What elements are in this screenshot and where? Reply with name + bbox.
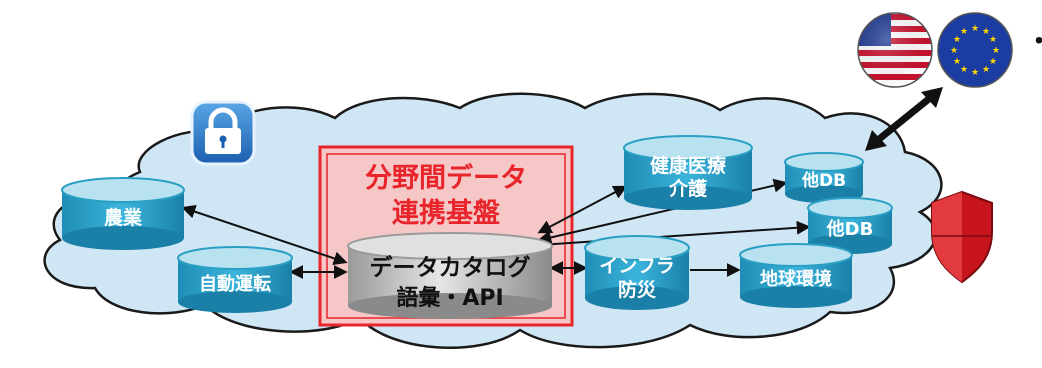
shield-icon [931,190,993,284]
arrow-catalog-otherdb2 [537,220,811,252]
catalog-line2: 語彙・API [396,285,503,311]
svg-text:★: ★ [989,57,997,67]
node-infra-label-line1: インフラ [599,255,674,277]
svg-text:★: ★ [992,46,1000,56]
node-healthcare-label-line1: 健康医療 [650,154,727,177]
node-earth-environment-label: 地球環境 [760,268,832,290]
catalog-cylinder [347,232,553,319]
lock-icon [190,100,256,166]
svg-text:★: ★ [971,24,979,34]
svg-text:★: ★ [960,27,968,37]
more-countries-mark: ・ [1026,27,1042,57]
node-other-db-1-label: 他DB [801,170,846,191]
node-other-db-2-label: 他DB [826,218,874,240]
international-arrow [865,87,943,151]
svg-text:★: ★ [989,35,997,45]
node-agriculture-label: 農業 [104,206,143,229]
platform-title-line1: 分野間データ [365,162,527,194]
svg-text:★: ★ [971,68,979,78]
us-flag-icon [857,12,933,88]
platform-title-line2: 連携基盤 [392,198,501,229]
node-infra [584,235,690,310]
node-infra-label-line2: 防災 [618,278,657,301]
node-agriculture [61,177,185,250]
node-autonomous-driving-label: 自動運転 [199,273,271,295]
svg-text:★: ★ [982,65,990,75]
catalog-line1: データカタログ [370,254,531,281]
node-earth-environment [739,243,853,308]
svg-text:★: ★ [960,65,968,75]
arrow-agriculture-catalog [181,204,348,266]
connections [181,178,811,279]
node-autonomous-driving [177,246,293,313]
node-healthcare-label-line2: 介護 [668,177,708,200]
labels: 分野間データ 連携基盤 データカタログ 語彙・API 農業 自動運転 健康医療 … [104,27,1042,311]
svg-text:★: ★ [953,35,961,45]
svg-text:★: ★ [982,27,990,37]
svg-text:★: ★ [953,57,961,67]
eu-flag-icon: ★ ★ ★ ★ ★ ★ ★ ★ ★ ★ ★ ★ [937,12,1013,88]
svg-text:★: ★ [950,46,958,56]
node-healthcare [623,135,753,210]
